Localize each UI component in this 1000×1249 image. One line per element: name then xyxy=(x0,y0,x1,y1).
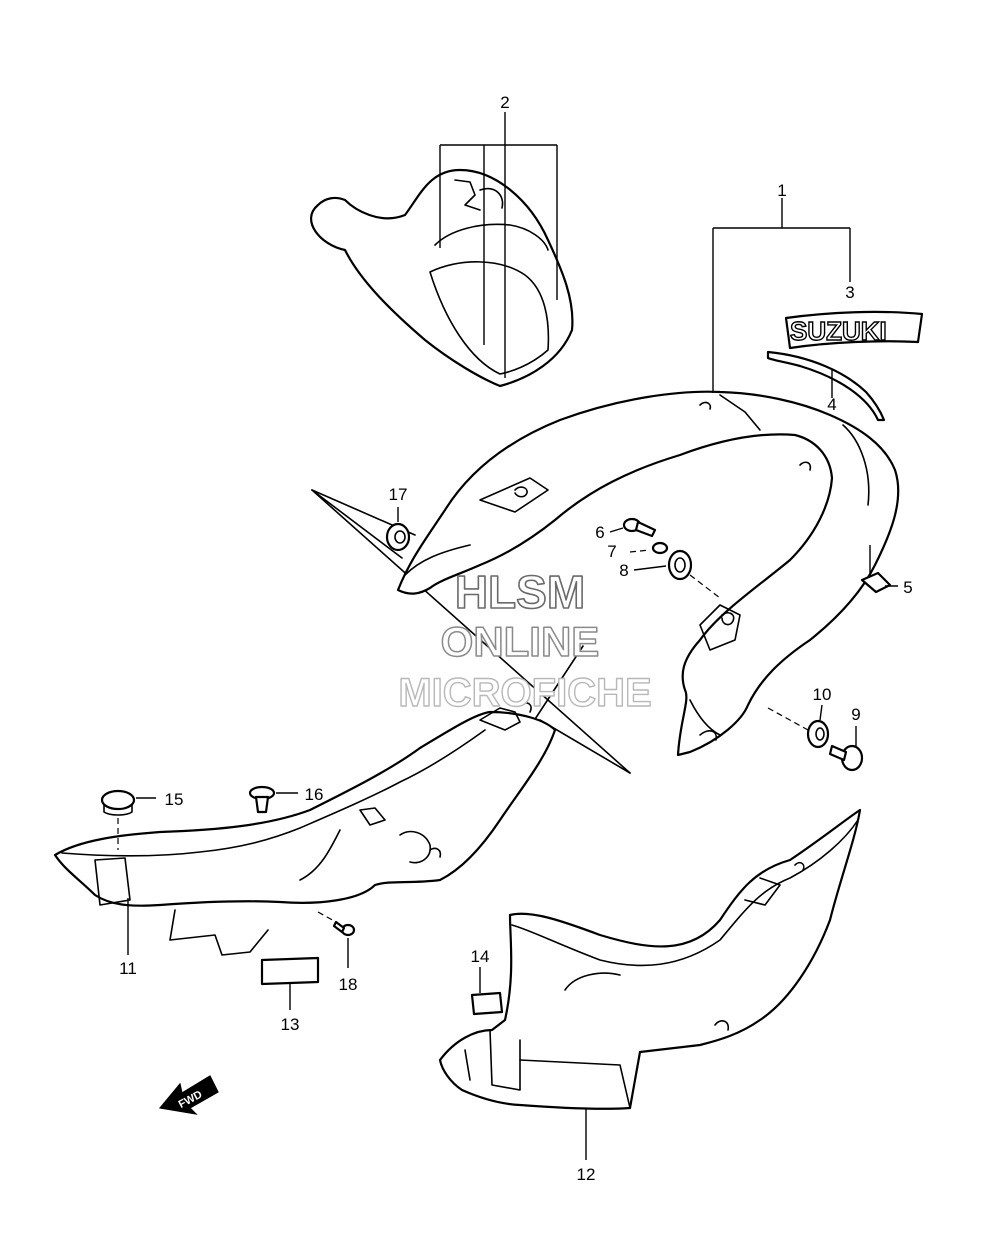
part-4-stripe xyxy=(766,350,886,422)
callout-6: 6 xyxy=(595,523,604,542)
callout-9: 9 xyxy=(851,705,860,724)
part-1-frame-cover xyxy=(396,390,900,757)
fwd-arrow-icon: FWD xyxy=(158,1075,219,1115)
watermark: HLSM ONLINE MICROFICHE xyxy=(398,565,653,716)
part-11-lower-cover xyxy=(53,702,557,956)
callout-1: 1 xyxy=(777,181,786,200)
leader-2 xyxy=(439,112,558,378)
callout-13: 13 xyxy=(281,1015,300,1034)
callout-8: 8 xyxy=(619,561,628,580)
callout-14: 14 xyxy=(471,947,490,966)
part-6-screw xyxy=(609,517,657,538)
callout-3: 3 xyxy=(845,283,854,302)
part-17-grommet xyxy=(385,507,411,552)
leader-1 xyxy=(712,198,851,393)
callout-10: 10 xyxy=(813,685,832,704)
part-10-grommet xyxy=(767,704,830,749)
callout-17: 17 xyxy=(389,485,408,504)
decal-suzuki-text: SUZUKI xyxy=(790,316,887,346)
part-8-grommet xyxy=(633,549,721,599)
watermark-lines xyxy=(311,489,631,774)
part-3-suzuki-decal: SUZUKI xyxy=(784,310,924,350)
part-9-bolt xyxy=(828,726,864,772)
part-13-pad xyxy=(260,956,320,1010)
callouts: 1 2 3 4 5 6 7 8 9 10 11 12 13 14 15 16 1… xyxy=(119,93,913,1184)
part-14-pad xyxy=(470,967,504,1016)
callout-18: 18 xyxy=(339,975,358,994)
callout-5: 5 xyxy=(903,578,912,597)
watermark-line-1: HLSM xyxy=(455,566,585,618)
callout-11: 11 xyxy=(119,959,137,978)
part-12-side-cover xyxy=(438,808,862,1110)
callout-15: 15 xyxy=(165,790,184,809)
part-15-grommet xyxy=(100,789,156,850)
watermark-line-2: ONLINE xyxy=(441,618,600,665)
callout-7: 7 xyxy=(607,542,616,561)
part-2-tail-cowl xyxy=(310,168,574,388)
part-7-collar xyxy=(629,541,669,555)
watermark-line-3: MICROFICHE xyxy=(398,671,651,715)
part-5-nut-clip xyxy=(860,545,898,594)
callout-2: 2 xyxy=(500,93,509,112)
callout-4: 4 xyxy=(827,395,836,414)
part-16-rivet xyxy=(248,785,298,814)
callout-16: 16 xyxy=(305,785,324,804)
callout-12: 12 xyxy=(577,1165,596,1184)
part-18-screw xyxy=(317,911,356,968)
